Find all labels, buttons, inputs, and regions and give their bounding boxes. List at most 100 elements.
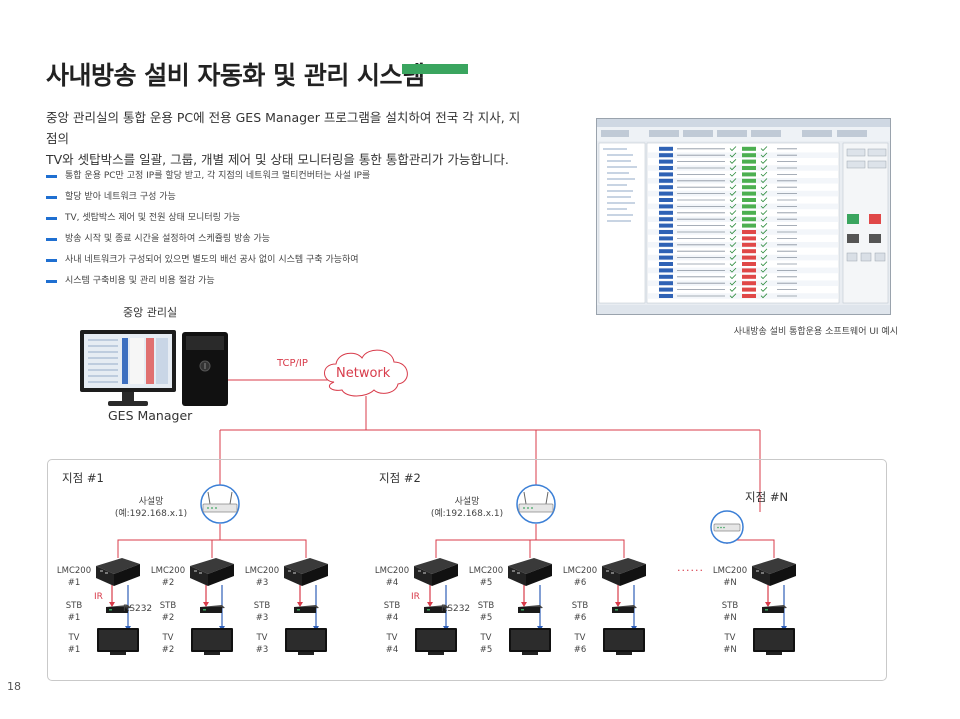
feature-text: 사내 네트워크가 구성되어 있으면 별도의 배선 공사 없이 시스템 구축 가능… — [65, 255, 359, 265]
bullet-marker — [46, 238, 57, 241]
status-cell — [659, 210, 673, 215]
lmc200-converter-icon — [602, 558, 646, 586]
tv-label: TV #2 — [144, 632, 192, 656]
stb-label-number: #6 — [573, 613, 587, 623]
site-2-subnet: 사설망 (예:192.168.x.1) — [422, 496, 512, 520]
stb-label-type: STB — [477, 601, 495, 611]
state-cell — [742, 294, 756, 298]
stb-label: STB#4 — [368, 600, 416, 624]
check-icon — [729, 274, 737, 280]
stb-label-number: #2 — [161, 613, 175, 623]
check-icon — [729, 229, 737, 235]
state-cell — [742, 249, 756, 254]
state-cell — [742, 198, 756, 202]
page-title: 사내방송 설비 자동화 및 관리 시스템 — [46, 61, 425, 90]
state-cell — [742, 255, 756, 260]
lmc200-label: LMC200#5 — [462, 565, 510, 589]
state-cell — [742, 159, 756, 164]
check-icon — [729, 191, 737, 196]
tv-label: TV#1 — [50, 632, 98, 656]
tv-label: TV#N — [706, 632, 754, 656]
status-cell — [659, 274, 673, 279]
subnet-title: 사설망 — [454, 497, 480, 507]
check-icon — [729, 216, 737, 222]
status-cell — [659, 223, 673, 228]
lan-link — [219, 524, 307, 558]
software-ui-graphic — [597, 119, 890, 314]
tv-icon — [285, 628, 327, 655]
site-n-label: 지점 #N — [745, 490, 789, 504]
stb-label-type: STB — [253, 601, 271, 611]
arrow-head — [297, 602, 303, 607]
check-icon — [729, 223, 737, 228]
check-icon — [729, 242, 737, 248]
status-cell — [659, 262, 673, 266]
branch-sites-panel — [47, 459, 887, 681]
state-cell — [742, 236, 756, 241]
network-label: Network — [336, 366, 391, 381]
tv-icon — [191, 628, 233, 655]
check-icon — [760, 223, 768, 228]
state-cell — [742, 146, 756, 151]
control-room-label: 중앙 관리실 — [123, 306, 178, 319]
bullet-marker — [46, 196, 57, 199]
lmc200-label-number: #2 — [161, 578, 175, 588]
feature-text: 시스템 구축비용 및 관리 비용 절감 가능 — [65, 276, 215, 286]
lmc200-label-number: #N — [723, 578, 737, 588]
status-cell — [659, 287, 673, 292]
feature-item: 시스템 구축비용 및 관리 비용 절감 가능 — [46, 271, 606, 292]
stb-label-type: STB — [721, 601, 739, 611]
set-top-box-icon — [424, 605, 449, 613]
status-cell — [659, 281, 673, 286]
lmc200-converter-icon — [190, 558, 234, 586]
check-icon — [760, 184, 768, 190]
rs232-label: RS232 — [123, 604, 153, 614]
tv-label-number: #2 — [161, 645, 175, 655]
bullet-marker — [46, 259, 57, 262]
lmc200-label: LMC200#4 — [368, 565, 416, 589]
lmc200-label: LMC200#1 — [50, 565, 98, 589]
state-cell — [742, 281, 756, 286]
intro-line-1: 중앙 관리실의 통합 운용 PC에 전용 GES Manager 프로그램을 설… — [46, 110, 521, 146]
lmc200-label-type: LMC200 — [468, 566, 504, 576]
arrow-head — [109, 602, 115, 607]
state-cell — [742, 153, 756, 158]
lmc200-label-type: LMC200 — [244, 566, 280, 576]
check-icon — [760, 159, 768, 164]
tv-label-type: TV — [162, 633, 174, 643]
state-cell — [742, 178, 756, 183]
state-cell — [742, 230, 756, 234]
feature-item: 방송 시작 및 종료 시간을 설정하여 스케쥴링 방송 가능 — [46, 229, 606, 250]
check-icon — [729, 203, 737, 209]
state-cell — [742, 287, 756, 292]
stb-label-type: STB — [571, 601, 589, 611]
status-cell — [659, 242, 673, 247]
check-icon — [760, 274, 768, 280]
check-icon — [729, 255, 737, 260]
lmc200-converter-icon — [414, 558, 458, 586]
lmc200-label-number: #1 — [67, 578, 81, 588]
check-icon — [760, 178, 768, 184]
feature-item: 할당 받아 네트워크 구성 가능 — [46, 187, 606, 208]
check-icon — [729, 152, 737, 158]
status-cell — [659, 236, 673, 241]
set-top-box-icon — [106, 605, 131, 613]
status-cell — [659, 249, 673, 254]
lmc200-label-type: LMC200 — [712, 566, 748, 576]
tv-icon — [97, 628, 139, 655]
stb-label-number: #3 — [255, 613, 269, 623]
subnet-example: (예:192.168.x.1) — [430, 509, 504, 519]
tv-label-number: #6 — [573, 645, 587, 655]
tv-label-number: #3 — [255, 645, 269, 655]
status-cell — [659, 191, 673, 196]
tv-label: TV#5 — [462, 632, 510, 656]
check-icon — [729, 267, 737, 273]
check-icon — [760, 146, 768, 152]
check-icon — [729, 159, 737, 164]
state-cell — [742, 223, 756, 228]
tv-label-number: #4 — [385, 645, 399, 655]
check-icon — [760, 248, 768, 254]
bullet-marker — [46, 175, 57, 178]
tv-icon — [603, 628, 645, 655]
